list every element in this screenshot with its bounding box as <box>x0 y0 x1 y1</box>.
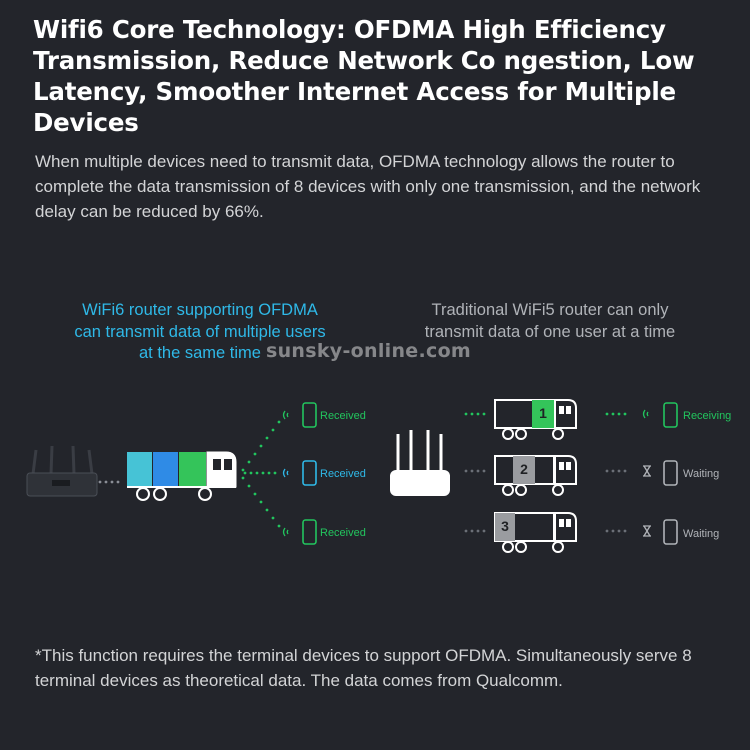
wifi5-connector-dots <box>464 469 486 533</box>
wifi5-device-dots <box>605 412 627 416</box>
wifi6-caption-line: can transmit data of multiple users <box>74 322 326 341</box>
hourglass-icon <box>643 525 651 537</box>
wifi6-device-3: Received <box>282 519 366 545</box>
wifi6-caption-line: WiFi6 router supporting OFDMA <box>82 301 318 319</box>
truck-number: 3 <box>501 518 509 534</box>
description-paragraph: When multiple devices need to transmit d… <box>35 152 701 221</box>
footnote: *This function requires the terminal dev… <box>35 646 692 690</box>
hourglass-icon <box>643 465 651 477</box>
wifi6-device-2: Received <box>282 460 366 486</box>
device-status-label: Received <box>320 468 366 480</box>
truck-number: 1 <box>539 405 547 421</box>
page-title: Wifi6 Core Technology: OFDMA High Effici… <box>33 15 695 137</box>
wifi6-caption: WiFi6 router supporting OFDMA can transm… <box>50 300 350 365</box>
device-status-label: Waiting <box>683 528 719 540</box>
wifi5-device-2: Waiting <box>643 460 719 486</box>
device-status-label: Waiting <box>683 468 719 480</box>
wifi5-device-3: Waiting <box>643 519 719 545</box>
watermark: sunsky-online.com <box>266 340 472 362</box>
phone-icon <box>302 519 317 545</box>
wifi5-truck-2-icon: 2 <box>494 455 577 496</box>
device-status-label: Received <box>320 410 366 422</box>
phone-icon <box>663 402 678 428</box>
wifi6-device-1: Received <box>282 402 366 428</box>
device-status-label: Receiving <box>683 410 731 422</box>
phone-icon <box>663 460 678 486</box>
wifi5-device-dots <box>605 469 627 533</box>
truck-number: 2 <box>520 461 528 477</box>
wifi6-caption-line: at the same time <box>139 344 261 362</box>
wifi5-caption: Traditional WiFi5 router can only transm… <box>400 300 700 343</box>
wifi5-caption-line: transmit data of one user at a time <box>424 322 676 341</box>
connector-dots <box>98 480 120 484</box>
transmission-diagram: Received Received Received 1 <box>26 399 731 553</box>
wifi5-router-icon <box>390 430 450 496</box>
phone-icon <box>302 460 317 486</box>
wifi6-router-icon <box>26 445 98 497</box>
wifi5-caption-line: Traditional WiFi5 router can only <box>431 301 669 319</box>
wifi5-truck-1-icon: 1 <box>494 399 577 440</box>
wifi5-truck-3-icon: 3 <box>494 512 577 553</box>
wifi6-branch-lines <box>241 420 281 528</box>
wifi5-device-1: Receiving <box>642 402 731 428</box>
phone-icon <box>302 402 317 428</box>
device-status-label: Received <box>320 527 366 539</box>
wifi6-truck-icon <box>127 451 237 501</box>
phone-icon <box>663 519 678 545</box>
wifi5-connector-dots <box>464 412 486 416</box>
